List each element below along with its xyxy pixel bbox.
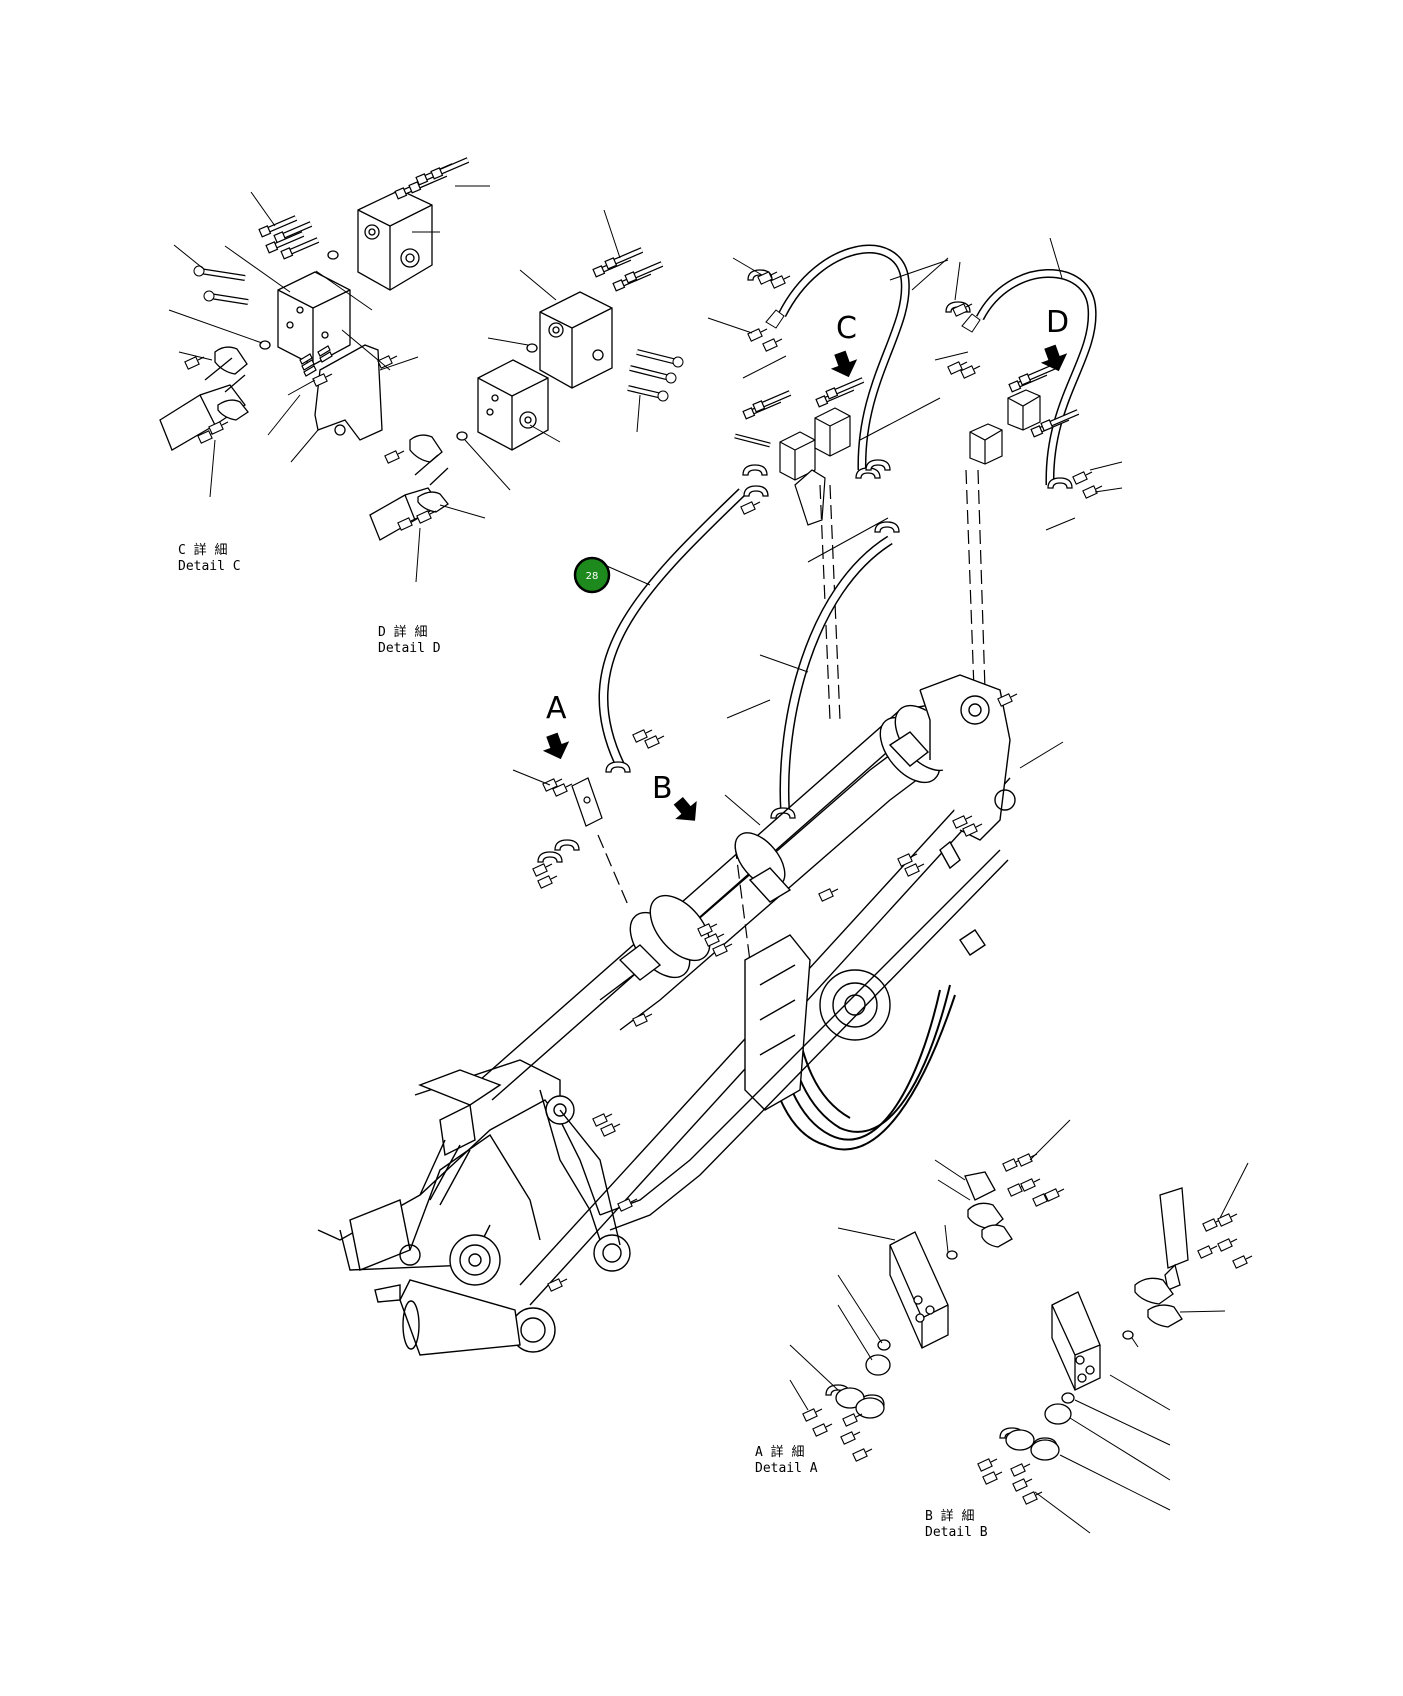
- detail-a-caption: A 詳 細 Detail A: [755, 1444, 818, 1476]
- valve-block-upper: [357, 189, 433, 291]
- hose-end-d: [369, 434, 449, 541]
- hose-28: [598, 488, 893, 811]
- detail-b-group: [977, 1187, 1253, 1505]
- mount-bracket: [314, 344, 383, 441]
- view-letter-c: C: [836, 311, 857, 346]
- view-d-components: [945, 301, 1103, 499]
- view-cd-leaders: [707, 237, 1123, 563]
- detail-a-hose: [946, 1153, 1065, 1260]
- detail-c-bolts: [193, 160, 468, 305]
- hose-end-c: [159, 346, 249, 451]
- detail-c-title: C 詳 細: [178, 542, 227, 558]
- hose-28-leaders: [599, 562, 1064, 826]
- detail-d-leaders: [415, 209, 641, 583]
- detail-c-caption: C 詳 細 Detail C: [178, 542, 241, 574]
- detail-b-title: B 詳 細: [925, 1508, 974, 1524]
- view-letter-b: B: [652, 771, 673, 806]
- detail-a-title: A 詳 細: [755, 1444, 804, 1460]
- detail-b-leaders: [1034, 1162, 1249, 1534]
- detail-c-group: [159, 189, 433, 451]
- valve-block-d-lower: [477, 359, 549, 451]
- detail-a-group: [802, 1231, 949, 1462]
- detail-c-leaders: [168, 185, 490, 498]
- detail-d-bolts: [593, 250, 684, 402]
- hose-end-b: [1159, 1187, 1189, 1269]
- detail-d-title: D 詳 細: [378, 624, 427, 640]
- callout-28-number: 28: [586, 571, 599, 582]
- detail-c-subtitle: Detail C: [178, 559, 241, 574]
- detail-b-subtitle: Detail B: [925, 1525, 988, 1540]
- view-d-marker: D: [1040, 305, 1069, 372]
- valve-block-lower: [277, 271, 351, 366]
- view-letter-d: D: [1046, 305, 1069, 340]
- detail-d-subtitle: Detail D: [378, 641, 441, 656]
- flange-block-b: [1051, 1291, 1101, 1391]
- view-c-bolts: [734, 380, 863, 448]
- view-a-parts: [512, 769, 603, 889]
- detail-a-leaders: [789, 1119, 1071, 1411]
- detail-d-caption: D 詳 細 Detail D: [378, 624, 441, 656]
- boom-assembly: [317, 674, 1016, 1356]
- detail-d-group: [369, 291, 613, 541]
- valve-block-d-upper: [539, 291, 613, 389]
- callout-28[interactable]: 28: [573, 556, 611, 594]
- view-letter-a: A: [546, 691, 567, 726]
- view-b-marker: B: [652, 771, 697, 821]
- hose-c-loop: [765, 244, 910, 471]
- view-c-components: [742, 269, 891, 526]
- view-c-marker: C: [830, 311, 858, 378]
- detail-b-caption: B 詳 細 Detail B: [925, 1508, 988, 1540]
- view-a-marker: A: [542, 691, 570, 760]
- detail-a-subtitle: Detail A: [755, 1461, 818, 1476]
- flange-block-a: [889, 1231, 949, 1349]
